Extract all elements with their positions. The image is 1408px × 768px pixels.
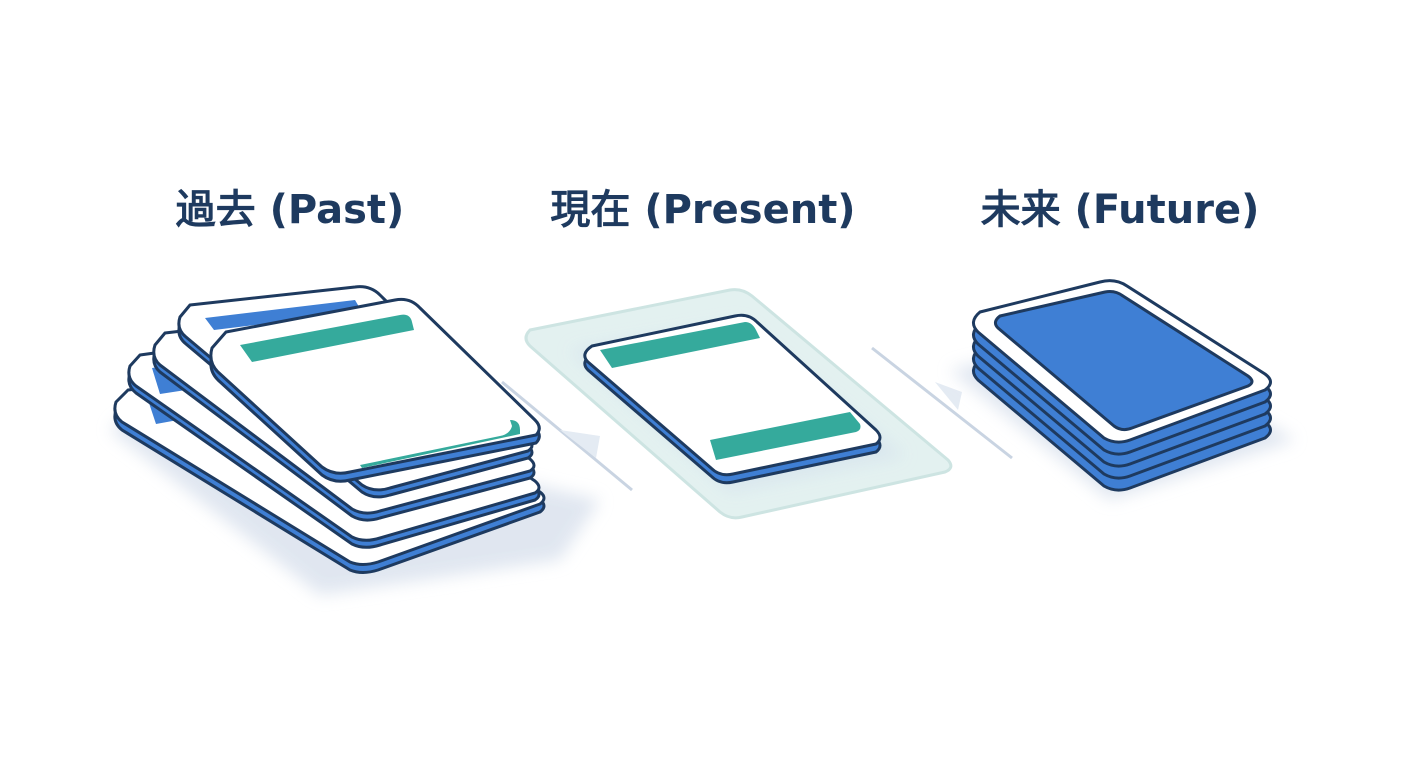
past-card-pile bbox=[110, 285, 600, 595]
past-card-top-teal-footer bbox=[360, 420, 520, 468]
present-card-teal-band-top bbox=[600, 322, 760, 368]
present-card[interactable] bbox=[583, 313, 882, 485]
present-card-teal-band-bottom bbox=[710, 412, 861, 460]
past-label: 過去 (Past) bbox=[175, 187, 405, 233]
future-label: 未来 (Future) bbox=[980, 187, 1260, 233]
past-card-top bbox=[209, 297, 541, 483]
past-to-present-connector bbox=[501, 380, 633, 492]
past-card-fourth-band bbox=[205, 300, 362, 330]
past-card-top-teal-band bbox=[240, 314, 414, 362]
future-card-back-pattern bbox=[993, 290, 1254, 432]
present-card-area bbox=[524, 288, 953, 520]
present-label: 現在 (Present) bbox=[550, 187, 856, 233]
present-to-future-connector bbox=[871, 346, 1013, 460]
future-deck-top-card[interactable] bbox=[972, 279, 1272, 444]
future-card-deck bbox=[950, 279, 1295, 500]
